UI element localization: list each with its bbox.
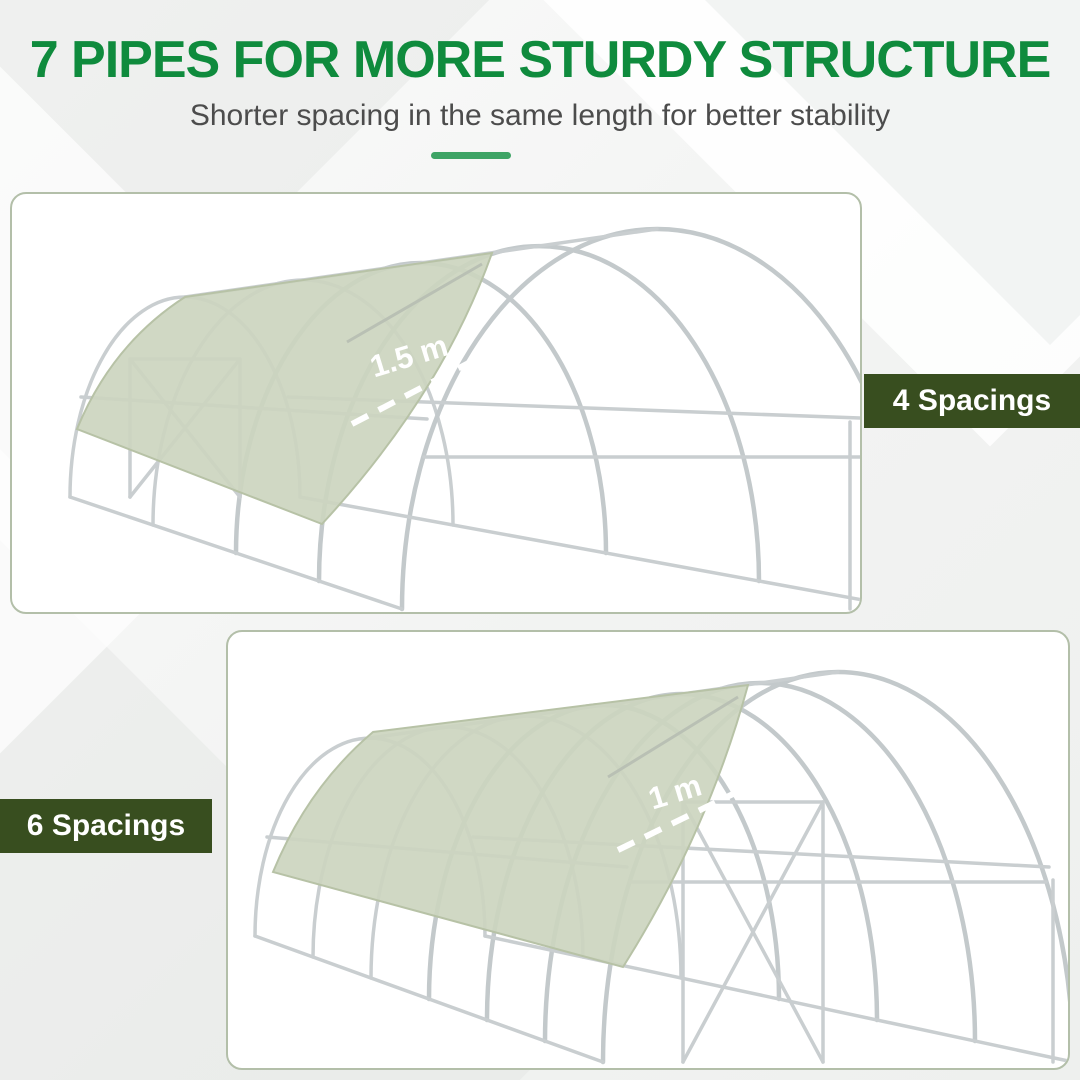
page-subtitle: Shorter spacing in the same length for b…: [189, 99, 891, 132]
title-underline-dash: [431, 152, 511, 159]
greenhouse-illustration-6-spacings: 1 m: [253, 669, 1068, 1065]
illustration-panel-6-spacings: 1 m: [226, 630, 1070, 1070]
measurement-dashes: [350, 353, 484, 427]
page-title: 7 PIPES FOR MORE STURDY STRUCTURE: [29, 31, 1052, 89]
greenhouse-cover: [75, 251, 494, 526]
greenhouse-illustration-4-spacings: 1.5 m: [68, 226, 860, 612]
spacings-badge-6: 6 Spacings: [0, 799, 212, 853]
greenhouse-cover: [271, 683, 750, 969]
illustration-panel-4-spacings: 1.5 m: [10, 192, 862, 614]
cover-diagonal-brace: [346, 262, 483, 344]
cover-diagonal-brace: [607, 695, 739, 779]
spacings-badge-4: 4 Spacings: [864, 374, 1080, 428]
measurement-dashes: [616, 791, 735, 853]
door-x-brace: [681, 800, 825, 1064]
